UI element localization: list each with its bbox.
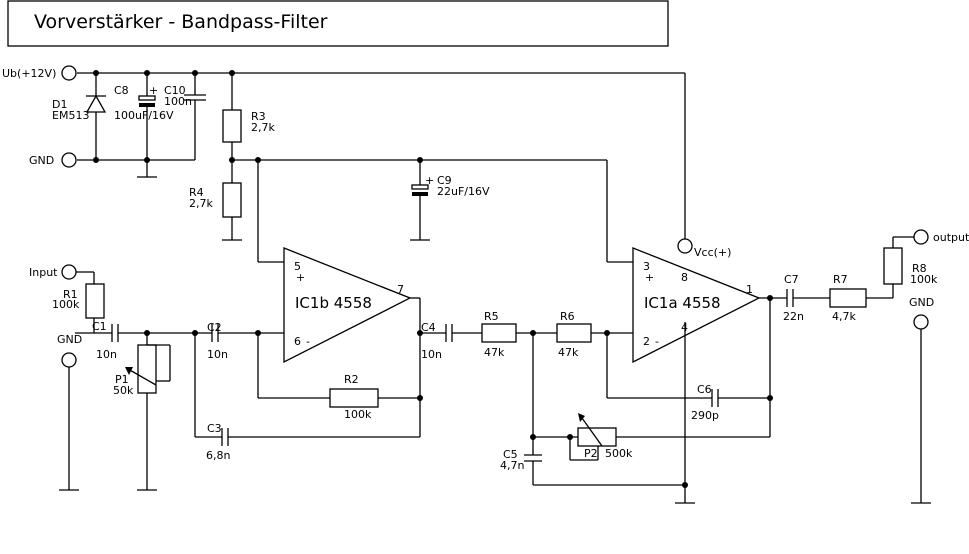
c4-name: C4 xyxy=(421,321,436,334)
d1-value: EM513 xyxy=(52,109,89,122)
c3-value: 6,8n xyxy=(206,449,230,462)
c7-name: C7 xyxy=(784,273,799,286)
output-label: output xyxy=(933,231,969,244)
output-terminal xyxy=(913,229,929,245)
gnd-input-terminal xyxy=(61,352,77,368)
gnd-input-label: GND xyxy=(57,333,82,346)
p1-name: P1 xyxy=(115,373,129,386)
r7-value: 4,7k xyxy=(832,310,856,323)
c9-value: 22uF/16V xyxy=(437,185,490,198)
c6-value: 290p xyxy=(691,409,719,422)
r5-name: R5 xyxy=(484,310,499,323)
c8-plus: + xyxy=(149,84,158,97)
first-stage xyxy=(59,247,482,491)
ub-label: Ub(+12V) xyxy=(2,67,56,80)
ic1a-pin-vcc: 8 xyxy=(681,271,688,284)
c1-name: C1 xyxy=(92,320,107,333)
ic1a-plus-sign: + xyxy=(645,271,654,284)
page-title: Vorverstärker - Bandpass-Filter xyxy=(34,11,328,33)
input-terminal xyxy=(61,264,77,280)
r8-value: 100k xyxy=(910,273,938,286)
ic1a-pin-out: 1 xyxy=(746,283,753,296)
ic1b-pin-out: 7 xyxy=(397,283,404,296)
vcc-terminal xyxy=(677,238,693,254)
ic1b-name: IC1b 4558 xyxy=(295,294,372,312)
c1-value: 10n xyxy=(96,348,117,361)
c10-name: C10 xyxy=(164,84,186,97)
ic1b-plus-sign: + xyxy=(296,271,305,284)
p2-name: P2 xyxy=(584,447,598,460)
gnd-left-label: GND xyxy=(29,154,54,167)
r2-name: R2 xyxy=(344,373,359,386)
r8-name: R8 xyxy=(912,262,927,275)
p2-value: 500k xyxy=(605,447,633,460)
title-box xyxy=(7,0,669,47)
ub-terminal xyxy=(61,65,77,81)
r1-name: R1 xyxy=(63,288,78,301)
c5-name: C5 xyxy=(503,448,518,461)
c6-name: C6 xyxy=(697,383,712,396)
c9-name: C9 xyxy=(437,174,452,187)
c2-value: 10n xyxy=(207,348,228,361)
gnd-output-terminal xyxy=(913,314,929,330)
r4-name: R4 xyxy=(189,186,204,199)
ic1b-minus-sign: - xyxy=(306,335,310,348)
c5-value: 4,7n xyxy=(500,459,524,472)
d1-name: D1 xyxy=(52,98,67,111)
ic1b-pin-minus: 6 xyxy=(294,335,301,348)
ic1a-pin-gnd: 4 xyxy=(681,321,688,334)
ic1b-pin-plus: 5 xyxy=(294,260,301,273)
c7-value: 22n xyxy=(783,310,804,323)
r3-value: 2,7k xyxy=(251,121,275,134)
r4-value: 2,7k xyxy=(189,197,213,210)
r7-name: R7 xyxy=(833,273,848,286)
c8-name: C8 xyxy=(114,84,129,97)
second-stage xyxy=(481,236,931,504)
vcc-label: Vcc(+) xyxy=(694,246,731,259)
p1-value: 50k xyxy=(113,384,134,397)
c4-value: 10n xyxy=(421,348,442,361)
ic1a-name: IC1a 4558 xyxy=(644,294,721,312)
ic1a-pin-plus: 3 xyxy=(643,260,650,273)
r2-value: 100k xyxy=(344,408,372,421)
gnd-output-label: GND xyxy=(909,296,934,309)
r6-value: 47k xyxy=(558,346,579,359)
c10-value: 100n xyxy=(164,95,192,108)
c3-name: C3 xyxy=(207,422,222,435)
ic1a-pin-minus: 2 xyxy=(643,335,650,348)
r6-name: R6 xyxy=(560,310,575,323)
supply-section xyxy=(77,70,686,263)
r1-value: 100k xyxy=(52,298,80,311)
c2-name: C2 xyxy=(207,321,222,334)
r5-value: 47k xyxy=(484,346,505,359)
r3-name: R3 xyxy=(251,110,266,123)
c8-value: 100uF/16V xyxy=(114,109,174,122)
input-label: Input xyxy=(29,266,58,279)
ic1a-minus-sign: - xyxy=(655,335,659,348)
gnd-left-terminal xyxy=(61,152,77,168)
c9-plus: + xyxy=(425,174,434,187)
